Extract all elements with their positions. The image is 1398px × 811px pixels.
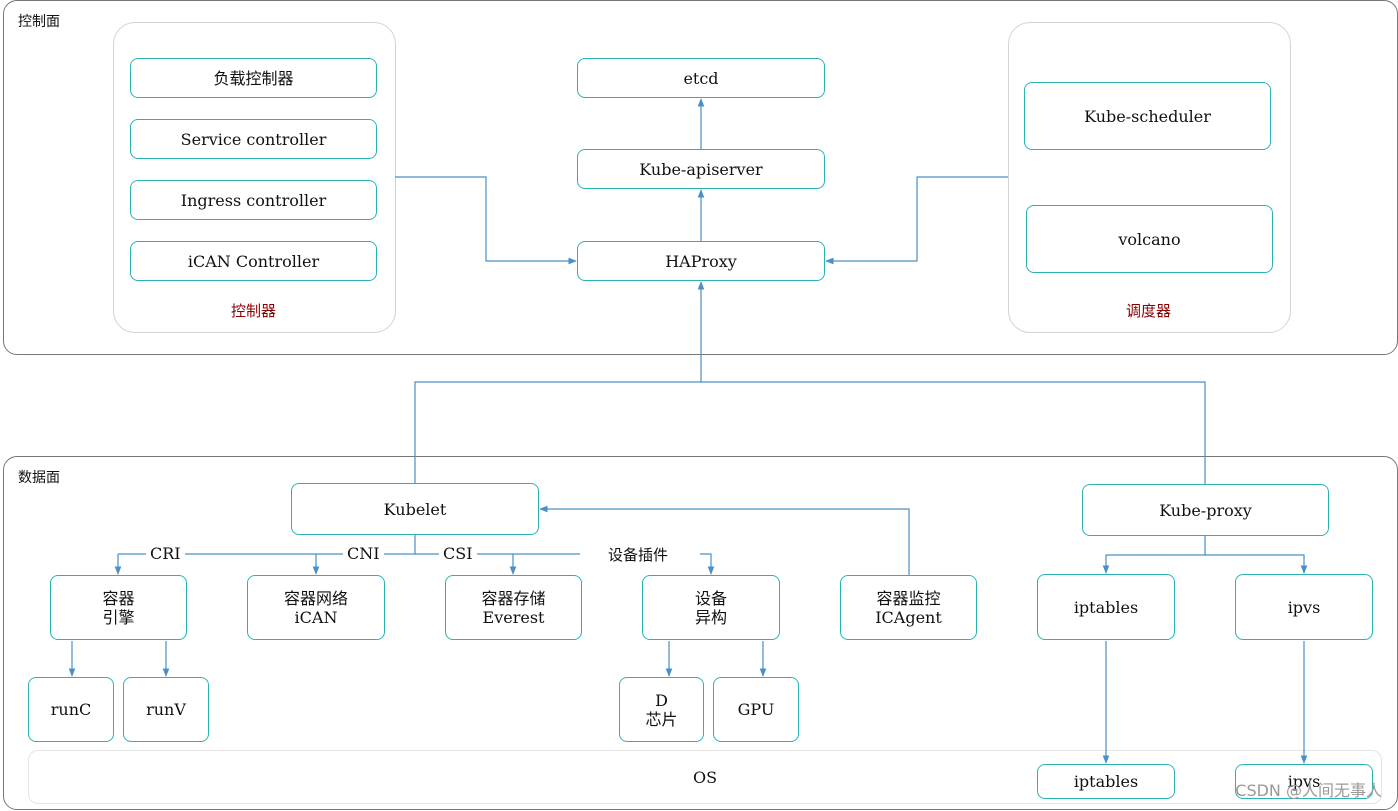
node-etcd[interactable]: etcd: [577, 58, 825, 98]
wire-scheduler-haproxy: [825, 176, 1008, 265]
node-load-controller[interactable]: 负载控制器: [130, 58, 377, 98]
scheduler-group: [1008, 22, 1291, 333]
node-haproxy[interactable]: HAProxy: [577, 241, 825, 281]
node-d-chip[interactable]: D 芯片: [619, 677, 704, 742]
control-plane-label: 控制面: [18, 14, 60, 30]
node-ipvs[interactable]: ipvs: [1235, 574, 1373, 640]
node-volcano[interactable]: volcano: [1026, 205, 1273, 273]
node-kube-proxy[interactable]: Kube-proxy: [1082, 484, 1329, 536]
wire-proxy-bus: [1102, 536, 1206, 574]
watermark: CSDN @人间无事人: [1235, 781, 1382, 800]
node-ingress-controller[interactable]: Ingress controller: [130, 180, 377, 220]
wire-monitor-kubelet: [539, 505, 910, 575]
data-plane-label: 数据面: [18, 470, 60, 486]
node-kube-apiserver[interactable]: Kube-apiserver: [577, 149, 825, 189]
node-container-network[interactable]: 容器网络 iCAN: [247, 575, 385, 640]
node-container-engine[interactable]: 容器 引擎: [50, 575, 187, 640]
label-device-plugin: 设备插件: [604, 544, 673, 565]
label-cni: CNI: [343, 544, 384, 563]
node-kubelet[interactable]: Kubelet: [291, 483, 539, 535]
scheduler-group-label: 调度器: [1125, 302, 1171, 320]
node-service-controller[interactable]: Service controller: [130, 119, 377, 159]
node-container-monitor[interactable]: 容器监控 ICAgent: [840, 575, 977, 640]
node-iptables[interactable]: iptables: [1037, 574, 1175, 640]
node-runc[interactable]: runC: [28, 677, 114, 742]
node-runv[interactable]: runV: [123, 677, 209, 742]
node-os-ipvs[interactable]: ipvs: [1235, 764, 1373, 799]
wire-kubelet-up: [414, 381, 1206, 484]
node-device-hetero[interactable]: 设备 异构: [642, 575, 780, 640]
node-os-iptables[interactable]: iptables: [1037, 764, 1175, 799]
node-kube-scheduler[interactable]: Kube-scheduler: [1024, 82, 1271, 150]
wire-device-plugin: [700, 553, 715, 575]
wire-controllers-haproxy: [395, 176, 577, 265]
label-cri: CRI: [146, 544, 185, 563]
label-csi: CSI: [439, 544, 477, 563]
node-ican-controller[interactable]: iCAN Controller: [130, 241, 377, 281]
node-container-storage[interactable]: 容器存储 Everest: [445, 575, 582, 640]
wire-proxy-ipvs: [1205, 554, 1308, 574]
node-gpu[interactable]: GPU: [713, 677, 799, 742]
controller-group-label: 控制器: [230, 302, 276, 320]
